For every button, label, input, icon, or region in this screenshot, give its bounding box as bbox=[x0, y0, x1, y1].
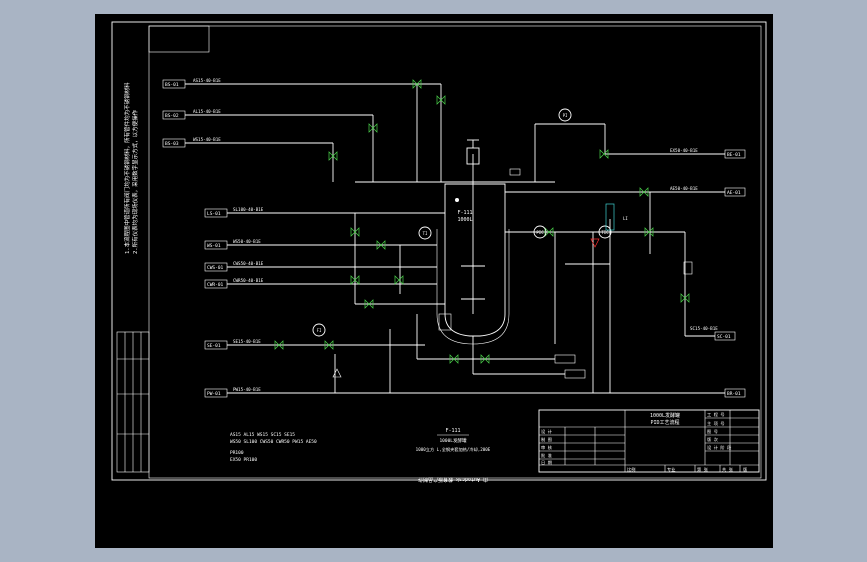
svg-text:F-111: F-111 bbox=[445, 428, 460, 434]
svg-text:CWS-01: CWS-01 bbox=[207, 265, 224, 271]
svg-text:EX50-40-B1E: EX50-40-B1E bbox=[670, 148, 698, 153]
svg-text:TI: TI bbox=[423, 231, 428, 236]
svg-text:图 号: 图 号 bbox=[707, 429, 718, 435]
svg-text:BS-01: BS-01 bbox=[165, 82, 179, 88]
svg-text:共 张: 共 张 bbox=[722, 466, 734, 473]
drawing-outer-border bbox=[111, 21, 767, 481]
svg-text:1000立方 L,全钢夹套加热/冷却,200E: 1000立方 L,全钢夹套加热/冷却,200E bbox=[416, 446, 491, 453]
svg-text:BR-01: BR-01 bbox=[727, 391, 741, 397]
svg-text:2.所有仪表均为现场仪表，采用数字显示方式，以方便操作: 2.所有仪表均为现场仪表，采用数字显示方式，以方便操作 bbox=[131, 109, 139, 254]
svg-text:EX50 PR100: EX50 PR100 bbox=[230, 457, 257, 463]
svg-text:AE50-40-B1E: AE50-40-B1E bbox=[670, 186, 698, 191]
title-project: 1000L发酵罐 bbox=[650, 412, 680, 419]
process-piping bbox=[334, 123, 725, 393]
svg-text:PW15-40-B1E: PW15-40-B1E bbox=[233, 387, 261, 392]
cad-viewport[interactable]: 1.本流程图中管道所有阀门均为不锈钢材料，所有管件均为不锈钢材料 2.所有仪表均… bbox=[95, 14, 773, 548]
svg-text:CWR-01: CWR-01 bbox=[207, 282, 224, 288]
autodesk-watermark: 由 Autodesk 教育版产品制作 bbox=[418, 476, 488, 483]
svg-text:专业: 专业 bbox=[667, 466, 675, 473]
svg-text:1.本流程图中管道所有阀门均为不锈钢材料，所有管件均为不锈钢: 1.本流程图中管道所有阀门均为不锈钢材料，所有管件均为不锈钢材料 bbox=[123, 82, 131, 254]
svg-text:AS15 AL15 WS15 SC15 SE: AS15 AL15 WS15 SC15 SE15 bbox=[230, 432, 295, 438]
svg-text:SC-01: SC-01 bbox=[717, 334, 731, 340]
svg-text:日 期: 日 期 bbox=[541, 460, 552, 466]
svg-text:AS15-40-B1E: AS15-40-B1E bbox=[193, 78, 221, 83]
svg-text:SC15-40-B1E: SC15-40-B1E bbox=[690, 326, 718, 331]
svg-text:AE-01: AE-01 bbox=[727, 190, 741, 196]
vessel-spec: 1000L bbox=[457, 217, 472, 223]
svg-text:AL15-40-B1E: AL15-40-B1E bbox=[193, 109, 221, 114]
svg-text:审 核: 审 核 bbox=[541, 444, 553, 451]
title-block: 1000L发酵罐 PID工艺流程 工 程 号 主 项 号 图 号 版 次 设 计… bbox=[538, 409, 760, 473]
svg-text:设 计 阶 段: 设 计 阶 段 bbox=[707, 444, 732, 451]
left-inlet-lines: BS-01 AS15-40-B1E BS-02 AL15-40-B1E BS-0… bbox=[162, 78, 725, 398]
svg-text:SE-01: SE-01 bbox=[207, 343, 221, 349]
svg-text:版: 版 bbox=[743, 466, 748, 473]
svg-text:WS50 SL100 CWS50 CWR50 PW15 A: WS50 SL100 CWS50 CWR50 PW15 AE50 bbox=[230, 439, 317, 445]
svg-text:CWR50-40-B1E: CWR50-40-B1E bbox=[233, 278, 264, 283]
instruments: PI TI FI PIC TIC LI bbox=[312, 108, 693, 378]
svg-text:SL100-40-B1E: SL100-40-B1E bbox=[233, 207, 264, 212]
revision-table bbox=[116, 331, 150, 473]
svg-text:第 张: 第 张 bbox=[697, 466, 709, 473]
svg-text:CWS50-40-B1E: CWS50-40-B1E bbox=[233, 261, 264, 266]
valves bbox=[274, 79, 690, 364]
svg-text:1000L发酵罐: 1000L发酵罐 bbox=[439, 437, 467, 444]
svg-text:制 图: 制 图 bbox=[541, 436, 552, 443]
svg-text:WS50-40-B1E: WS50-40-B1E bbox=[233, 239, 261, 244]
svg-text:版 次: 版 次 bbox=[707, 436, 719, 443]
svg-text:WS15-40-B1E: WS15-40-B1E bbox=[193, 137, 221, 142]
svg-text:BS-02: BS-02 bbox=[165, 113, 179, 119]
svg-text:PIC: PIC bbox=[536, 230, 544, 235]
svg-text:PR100: PR100 bbox=[230, 450, 244, 456]
fermenter-vessel: F-111 1000L bbox=[436, 139, 510, 345]
pipe-legend: AS15 AL15 WS15 SC15 SE15 WS50 SL100 CWS5… bbox=[230, 432, 317, 463]
level-gauge bbox=[605, 203, 615, 231]
notes-vertical: 1.本流程图中管道所有阀门均为不锈钢材料，所有管件均为不锈钢材料 2.所有仪表均… bbox=[123, 82, 139, 254]
svg-text:比例: 比例 bbox=[627, 466, 635, 473]
svg-text:BE-01: BE-01 bbox=[727, 152, 741, 158]
svg-text:主 项 号: 主 项 号 bbox=[707, 420, 725, 427]
title-drawing-name: PID工艺流程 bbox=[650, 419, 679, 426]
svg-text:工 程 号: 工 程 号 bbox=[707, 411, 725, 418]
svg-text:批 准: 批 准 bbox=[541, 452, 552, 459]
pid-drawing-sheet: 1.本流程图中管道所有阀门均为不锈钢材料，所有管件均为不锈钢材料 2.所有仪表均… bbox=[111, 21, 767, 483]
svg-text:设 计: 设 计 bbox=[541, 428, 552, 435]
svg-text:TIC: TIC bbox=[601, 230, 609, 235]
svg-text:PI: PI bbox=[563, 113, 568, 118]
right-outlets: BE-01 EX50-40-B1E AE-01 AE50-40-B1E SC-0… bbox=[554, 148, 746, 398]
svg-text:LI: LI bbox=[623, 216, 628, 221]
corner-stamp-box bbox=[148, 25, 210, 53]
svg-text:WS-01: WS-01 bbox=[207, 243, 221, 249]
vessel-tag: F-111 bbox=[457, 210, 472, 216]
vessel-spec-block: F-111 1000L发酵罐 1000立方 L,全钢夹套加热/冷却,200E bbox=[416, 428, 491, 453]
svg-text:FI: FI bbox=[317, 328, 322, 333]
drawing-inner-border bbox=[148, 25, 762, 479]
svg-text:SE15-40-B1E: SE15-40-B1E bbox=[233, 339, 261, 344]
svg-text:LS-01: LS-01 bbox=[207, 211, 221, 217]
svg-text:PW-01: PW-01 bbox=[207, 391, 221, 397]
svg-text:BS-03: BS-03 bbox=[165, 141, 179, 147]
